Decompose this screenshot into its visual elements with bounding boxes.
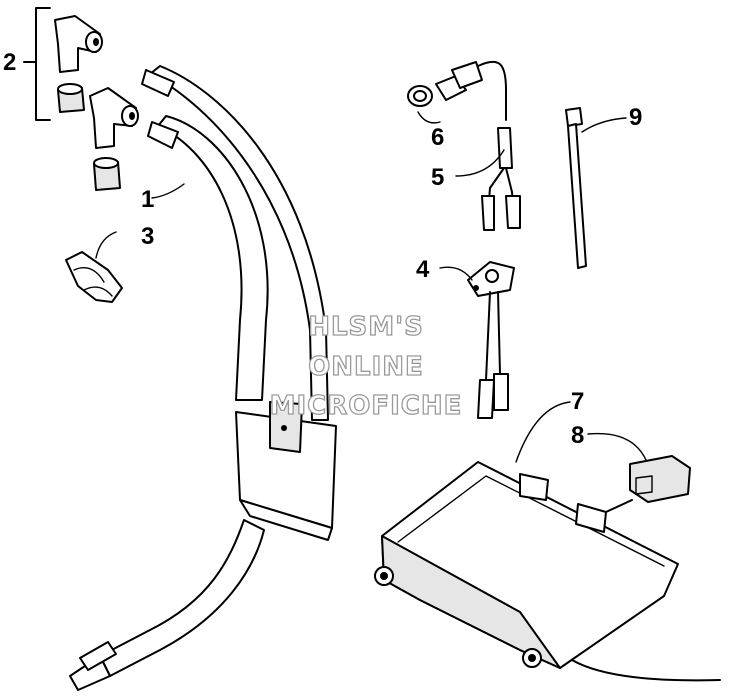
callout-leader-3 (95, 231, 117, 259)
callout-1: 1 (141, 186, 154, 213)
callout-4: 4 (416, 256, 430, 283)
cdi-module (374, 401, 721, 682)
connector-plug (629, 455, 691, 503)
watermark-line-2: ONLINE (308, 352, 424, 382)
callout-numbers: 2 1 3 6 5 9 4 7 8 (3, 49, 642, 449)
callout-9: 9 (629, 104, 642, 131)
callout-bracket (35, 7, 51, 121)
sensor-lead-sleeve (497, 127, 513, 169)
ignition-coil-assembly (69, 65, 337, 691)
callout-leader-8 (587, 432, 647, 461)
callout-leader-5 (455, 149, 505, 177)
callout-3: 3 (141, 223, 154, 250)
switch-assembly (439, 261, 515, 419)
watermark-line-1: HLSM'S (308, 312, 424, 342)
watermark-line-3: MICROFICHE (270, 391, 463, 421)
callout-leader-9 (581, 117, 627, 133)
spark-plug-cap-group (23, 7, 139, 191)
callout-7: 7 (571, 388, 584, 415)
callout-8: 8 (571, 422, 584, 449)
high-tension-lead-outer (149, 65, 329, 421)
temperature-sensor (407, 60, 521, 231)
spark-plug-cap-upper (54, 15, 101, 73)
primary-wire-harness (99, 519, 265, 677)
callout-leader-4 (439, 266, 473, 281)
cable-tie (565, 107, 627, 269)
wire-clip (65, 231, 123, 303)
callout-2: 2 (3, 49, 16, 76)
high-tension-lead-inner (157, 115, 269, 401)
callout-leader-1 (151, 183, 185, 199)
callout-5: 5 (431, 164, 444, 191)
callout-6: 6 (431, 124, 444, 151)
cdi-output-wire (571, 659, 721, 682)
callout-leader-7 (515, 401, 571, 463)
watermark: HLSM'S ONLINE MICROFICHE (269, 311, 463, 421)
callout-leader-6 (417, 111, 441, 124)
spark-plug-cap-lower (89, 87, 137, 149)
